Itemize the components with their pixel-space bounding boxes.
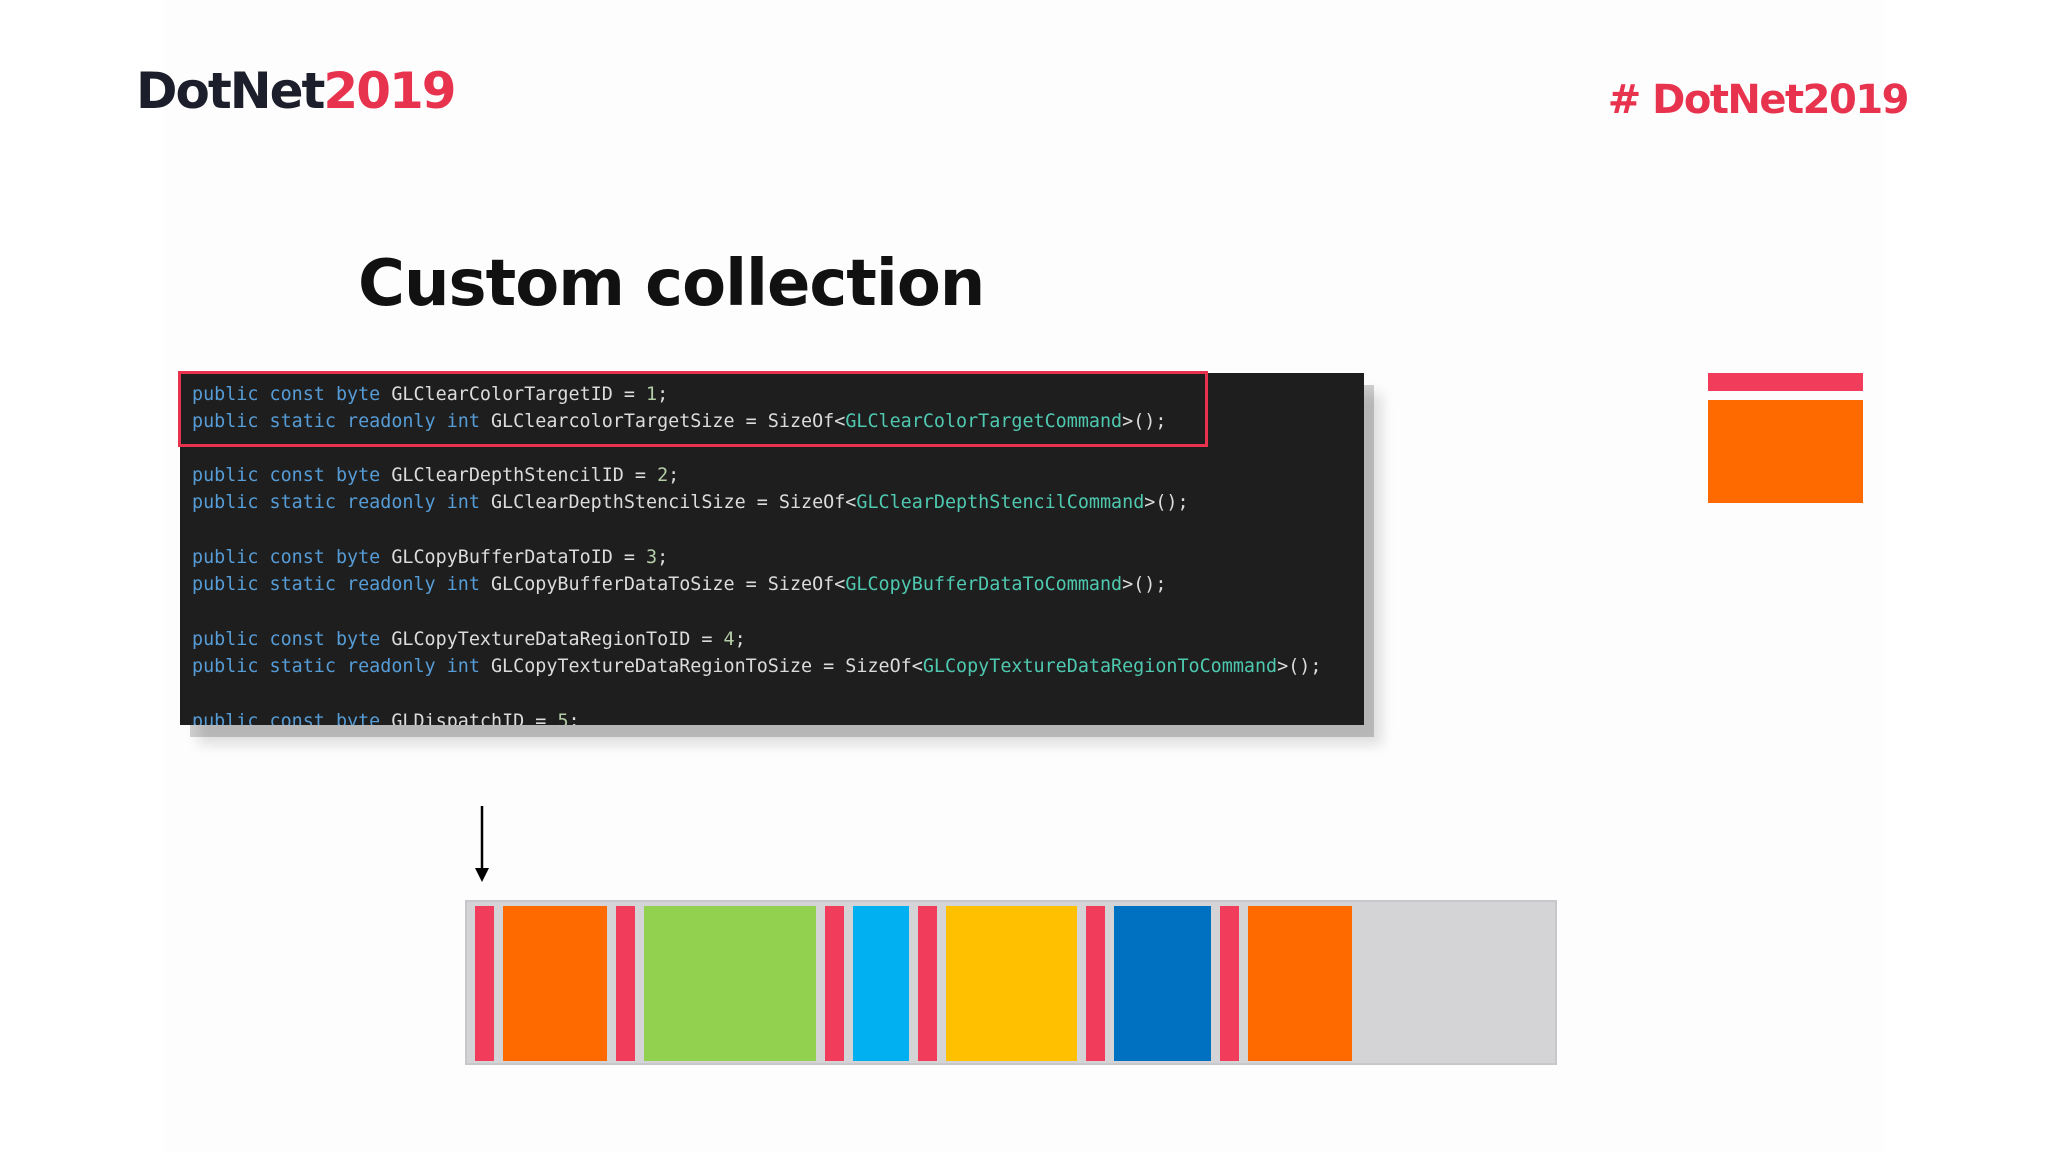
code-line: public const byte GLCopyBufferDataToID =…	[192, 547, 669, 568]
buffer-command-block	[503, 906, 607, 1061]
logo-text: DotNet	[136, 62, 325, 120]
code-line: public static readonly int GLCopyTexture…	[192, 656, 1322, 677]
code-line-cut-off: public const byte GLDispatchID = 5;	[192, 711, 580, 725]
brand-logo: DotNet2019	[136, 66, 457, 116]
code-screenshot: public const byte GLClearColorTargetID =…	[180, 373, 1364, 725]
buffer-id-marker	[1086, 906, 1105, 1061]
buffer-id-marker	[825, 906, 844, 1061]
legend-command-block	[1708, 400, 1863, 503]
buffer-command-block	[853, 906, 909, 1061]
buffer-id-marker	[475, 906, 494, 1061]
code-line: public static readonly int GLClearcolorT…	[192, 411, 1167, 432]
buffer-command-block	[946, 906, 1077, 1061]
slide-title: Custom collection	[358, 247, 985, 321]
buffer-command-block	[1248, 906, 1352, 1061]
code-line: public static readonly int GLCopyBufferD…	[192, 574, 1167, 595]
code-line: public static readonly int GLClearDepthS…	[192, 492, 1189, 513]
legend-id-marker	[1708, 373, 1863, 391]
buffer-command-block	[644, 906, 816, 1061]
code-line: public const byte GLClearColorTargetID =…	[192, 384, 669, 405]
logo-year: 2019	[323, 62, 456, 120]
buffer-command-block	[1114, 906, 1211, 1061]
buffer-id-marker	[1220, 906, 1239, 1061]
code-line: public const byte GLCopyTextureDataRegio…	[192, 629, 746, 650]
code-highlight-box	[178, 371, 1208, 447]
down-arrow-icon	[475, 806, 489, 882]
hashtag-text: # DotNet	[1607, 77, 1804, 123]
code-line: public const byte GLClearDepthStencilID …	[192, 465, 680, 486]
memory-buffer	[465, 900, 1557, 1065]
buffer-id-marker	[918, 906, 937, 1061]
brand-hashtag: # DotNet2019	[1607, 77, 1910, 123]
hashtag-year: 2019	[1802, 77, 1910, 123]
buffer-id-marker	[616, 906, 635, 1061]
